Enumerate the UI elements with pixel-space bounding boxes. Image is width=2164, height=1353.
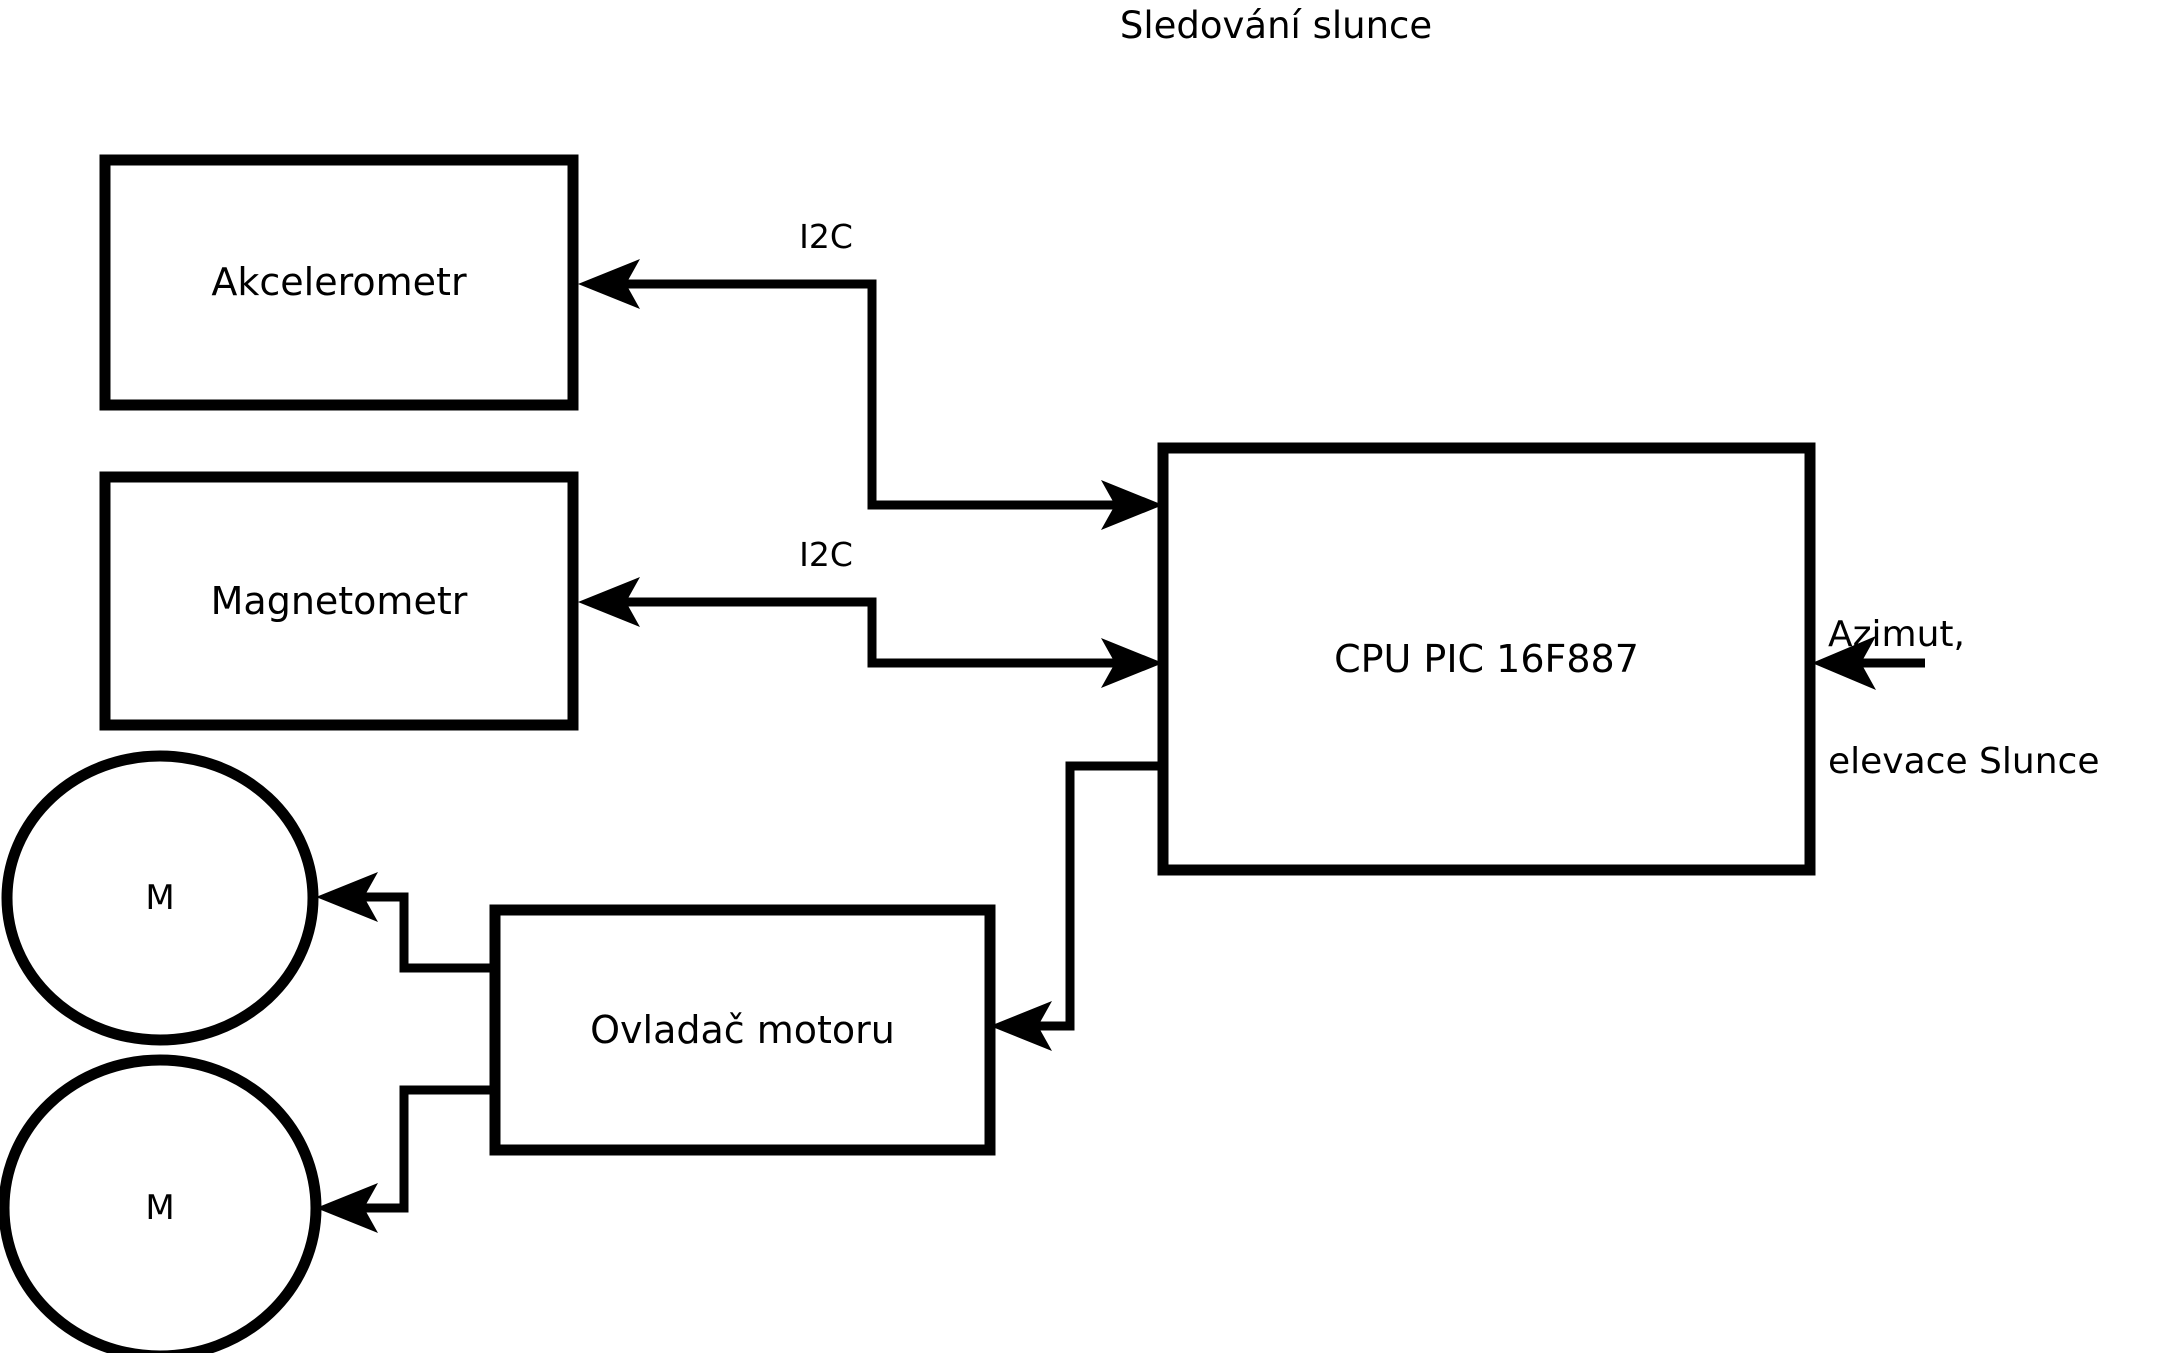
arrowhead-to-akcelerometr xyxy=(578,259,640,309)
arrowhead-to-cpu-upper xyxy=(1101,480,1163,530)
block-label-magnetometr: Magnetometr xyxy=(210,578,468,623)
wire-magnetometr-i2c xyxy=(605,597,1130,668)
block-cpu[interactable] xyxy=(1157,442,1816,876)
page-title: Sledování slunce xyxy=(1119,4,1433,48)
external-input-line-2: elevace Slunce xyxy=(1828,741,2100,783)
arrowhead-to-motor-bottom xyxy=(316,1183,378,1233)
arrowhead-to-motor-top xyxy=(316,872,378,922)
block-label-motor-bottom: M xyxy=(145,1187,175,1228)
block-label-motor-top: M xyxy=(145,877,175,918)
block-motor-top[interactable] xyxy=(1,750,319,1046)
block-label-cpu: CPU PIC 16F887 xyxy=(1334,636,1639,681)
block-magnetometr[interactable] xyxy=(99,471,579,731)
wire-driver-to-motor-bottom xyxy=(348,1085,500,1213)
wire-label-akcelerometr-i2c: I2C xyxy=(799,216,853,256)
arrowhead-to-magnetometr xyxy=(578,577,640,627)
block-label-akcelerometr: Akcelerometr xyxy=(211,260,467,305)
wire-cpu-to-driver xyxy=(1020,761,1158,1031)
block-label-ovladac-motoru: Ovladač motoru xyxy=(590,1007,895,1052)
external-input-line-1: Azimut, xyxy=(1828,613,1965,655)
external-input-label: Azimut, elevace Slunce xyxy=(1828,529,2158,869)
arrowhead-to-driver xyxy=(990,1001,1052,1051)
block-ovladac-motoru[interactable] xyxy=(489,904,996,1156)
arrowhead-to-cpu-lower xyxy=(1101,638,1163,688)
wire-driver-to-motor-top xyxy=(348,892,500,973)
block-akcelerometr[interactable] xyxy=(99,154,579,411)
wire-akcelerometr-i2c xyxy=(605,279,1130,510)
wire-label-magnetometr-i2c: I2C xyxy=(799,534,853,574)
arrowhead-external-input xyxy=(1812,636,1876,690)
